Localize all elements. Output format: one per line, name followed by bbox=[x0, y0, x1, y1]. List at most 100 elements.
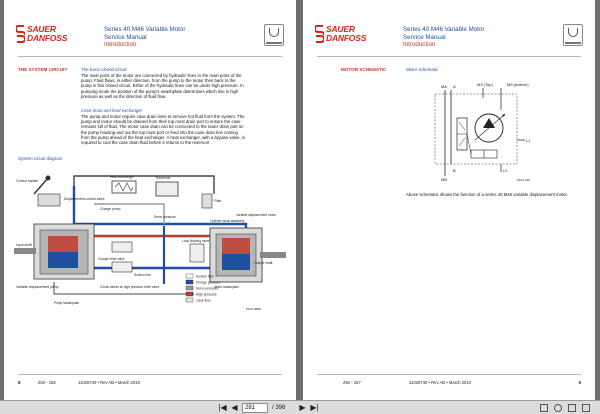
label-loop-flushing: Loop flushing valve bbox=[182, 239, 210, 243]
fit-page-icon[interactable] bbox=[540, 404, 548, 412]
fullscreen-icon[interactable] bbox=[582, 404, 590, 412]
header-section: Introduction bbox=[403, 41, 436, 49]
label-pump-swash: Pump swashplate bbox=[54, 301, 79, 305]
label-servo: Servo pressure bbox=[154, 215, 176, 219]
right-page: SAUER DANFOSS Series 40 M46 Variable Mot… bbox=[303, 0, 595, 400]
label-displacement-control: Displacement control valve bbox=[64, 197, 105, 201]
text-line: pressure as well as the direction of flu… bbox=[81, 93, 167, 99]
text-line: the pump housing and out the top most po… bbox=[81, 129, 238, 135]
footer-range-left: 250 - 156 bbox=[38, 380, 56, 385]
page-header: Series 40 M46 Variable Motor Service Man… bbox=[104, 26, 185, 49]
legend-label-0: Suction flow bbox=[196, 275, 214, 279]
closed-circuit-text: The main ports of the motor are connecte… bbox=[81, 73, 244, 99]
label-m5: M5 (bottom) bbox=[507, 82, 529, 87]
text-line: remains full of fluid. The motor case dr… bbox=[81, 124, 244, 130]
page-total: / 396 bbox=[272, 405, 286, 411]
footer-doc-left: 11026740 • Rev AB • March 2010 bbox=[78, 380, 140, 385]
motor-schematic-diagram: MA A M3 (Top) M5 (bottom) L1 L2 B MB P10… bbox=[421, 80, 541, 184]
logo-word-danfoss: DANFOSS bbox=[326, 33, 367, 43]
label-cylinder: Cylinder block assembly bbox=[210, 219, 245, 223]
figure-code: P104 388E bbox=[246, 307, 261, 311]
closed-circuit-subheading: The basic closed circuit bbox=[81, 67, 127, 72]
label-ma: MA bbox=[441, 84, 447, 89]
legend-swatch-4 bbox=[185, 297, 194, 303]
text-line: pump and motor should be drained from th… bbox=[81, 119, 241, 125]
legend-label-2: Servo pressure bbox=[196, 287, 219, 291]
system-circuit-diagram: Control handle Displacement control valv… bbox=[14, 164, 290, 314]
schematic-code: P104 446 bbox=[517, 178, 530, 182]
label-variable-pump: Variable displacement pump bbox=[16, 285, 59, 289]
label-charge-pump: Charge pump bbox=[100, 207, 121, 211]
label-suction: Suction line bbox=[134, 273, 151, 277]
label-l2: L2 bbox=[503, 168, 508, 173]
label-input-shaft: Input shaft bbox=[16, 243, 32, 247]
motor-schematic-heading: MOTOR SCHEMATIC bbox=[341, 67, 387, 72]
zoom-icon[interactable] bbox=[554, 404, 562, 412]
legend-label-4: Case flow bbox=[196, 299, 211, 303]
header-manual: Service Manual bbox=[403, 33, 446, 41]
logo-word-danfoss: DANFOSS bbox=[27, 33, 68, 43]
header-title: Series 40 M46 Variable Motor bbox=[403, 26, 485, 33]
label-check-valves: Check valves w/ high pressure relief val… bbox=[100, 285, 160, 289]
header-divider bbox=[18, 56, 282, 57]
case-drain-subheading: Case drain and heat exchanger bbox=[81, 108, 143, 113]
footer-range-right: 250 - 157 bbox=[343, 380, 361, 385]
text-line: The pump and motor require case drain li… bbox=[81, 114, 245, 119]
case-drain-text: The pump and motor require case drain li… bbox=[81, 114, 245, 145]
header-divider bbox=[317, 56, 581, 57]
label-output-shaft: Output shaft bbox=[254, 261, 273, 265]
heat-exchanger-shape bbox=[111, 180, 137, 194]
logo-word-sauer: SAUER bbox=[326, 24, 355, 34]
label-motor-swash: Motor swashplate bbox=[214, 285, 239, 289]
text-line: pump. Fluid flows, in either direction, … bbox=[81, 78, 236, 84]
logo-mark-icon bbox=[16, 25, 25, 43]
diagram-title: System circuit diagram bbox=[18, 156, 63, 161]
legend-swatch-1 bbox=[185, 279, 194, 285]
text-line: pumping mode the position of the pump's … bbox=[81, 88, 239, 94]
footer-doc-right: 11026740 • Rev AB • March 2010 bbox=[409, 380, 471, 385]
label-filter: Filter bbox=[214, 199, 222, 203]
input-shaft-shape bbox=[14, 248, 36, 254]
last-page-button[interactable]: ▶| bbox=[310, 403, 319, 412]
footer-divider bbox=[18, 374, 282, 375]
label-heat-exchanger: Heat exchanger bbox=[110, 175, 135, 179]
output-shaft-shape bbox=[260, 252, 286, 258]
label-variable-motor: Variable displacement motor bbox=[236, 213, 277, 217]
sauer-danfoss-logo: SAUER DANFOSS bbox=[315, 24, 367, 46]
loop-flushing-shape bbox=[189, 243, 205, 263]
text-line: pump in this closed circuit. Either of t… bbox=[81, 83, 244, 89]
legend-label-3: High pressure bbox=[196, 293, 217, 297]
text-line: required to cool the case drain fluid be… bbox=[81, 140, 210, 146]
document-viewer[interactable]: SAUER DANFOSS Series 40 M46 Variable Mot… bbox=[0, 0, 600, 400]
previous-page-button[interactable]: ◀ bbox=[231, 403, 238, 412]
label-control-handle: Control handle bbox=[16, 179, 38, 183]
page-header: Series 40 M46 Variable Motor Service Man… bbox=[403, 26, 484, 49]
page-number-input[interactable]: 281 bbox=[242, 403, 268, 413]
label-l1: L1 bbox=[526, 138, 531, 143]
label-a: A bbox=[453, 84, 456, 89]
header-manual: Service Manual bbox=[104, 33, 147, 41]
reservoir-shape bbox=[155, 181, 179, 197]
text-line: from the pump ahead of the heat exchange… bbox=[81, 134, 245, 140]
logo-mark-icon bbox=[315, 25, 324, 43]
sauer-danfoss-logo: SAUER DANFOSS bbox=[16, 24, 68, 46]
first-page-button[interactable]: |◀ bbox=[218, 403, 227, 412]
page-number-right: 9 bbox=[578, 380, 581, 385]
viewer-toolbar: |◀ ◀ 281 / 396 ▶ ▶| bbox=[0, 400, 600, 414]
schematic-caption: Above schematic shows the function of a … bbox=[406, 192, 568, 197]
page-number-left: 8 bbox=[18, 380, 21, 385]
label-charge-relief: Charge relief valve bbox=[98, 257, 125, 261]
legend-swatch-3 bbox=[185, 291, 194, 297]
diagram-legend: Suction flow Charge pressure Servo press… bbox=[185, 273, 221, 303]
legend-label-1: Charge pressure bbox=[196, 281, 221, 285]
logo-word-sauer: SAUER bbox=[27, 24, 56, 34]
trophy-badge-icon bbox=[563, 24, 583, 46]
next-page-button[interactable]: ▶ bbox=[299, 403, 306, 412]
header-title: Series 40 M46 Variable Motor bbox=[104, 26, 186, 33]
motor-schematic-subheading: Motor schematic bbox=[406, 67, 439, 72]
left-page: SAUER DANFOSS Series 40 M46 Variable Mot… bbox=[4, 0, 296, 400]
filter-shape bbox=[201, 193, 213, 209]
layout-icon[interactable] bbox=[568, 404, 576, 412]
label-mb: MB bbox=[441, 177, 447, 182]
trophy-badge-icon bbox=[264, 24, 284, 46]
